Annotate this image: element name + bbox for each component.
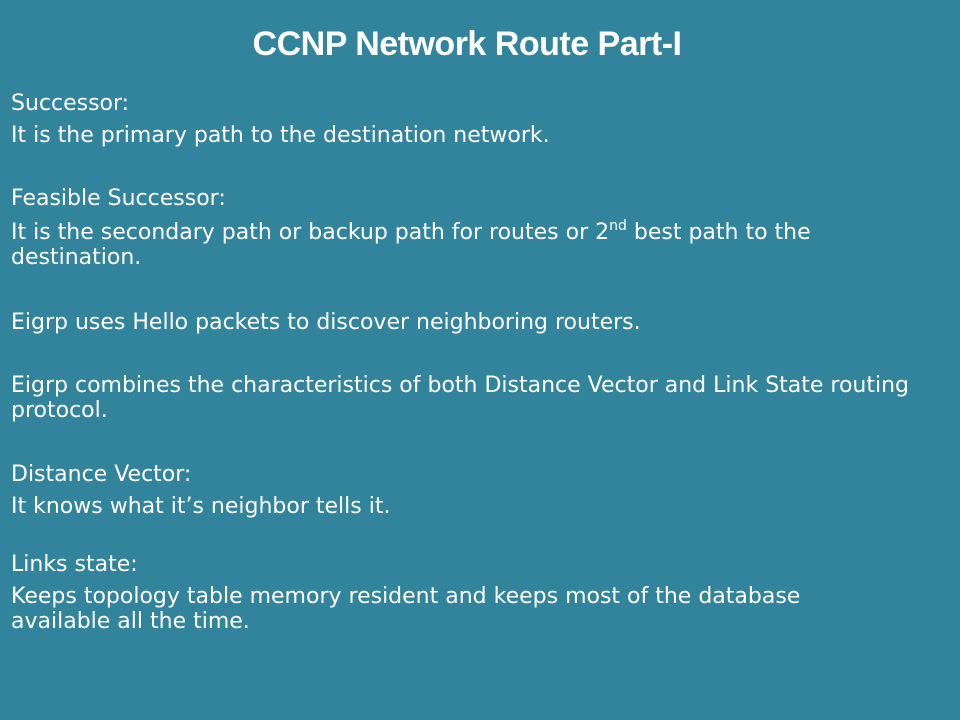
- hello-packets-text: Eigrp uses Hello packets to discover nei…: [11, 310, 641, 335]
- links-state-text: Keeps topology table memory resident and…: [11, 584, 801, 634]
- slide-title: CCNP Network Route Part-I: [252, 25, 682, 63]
- ordinal-suffix: nd: [609, 217, 627, 234]
- links-state-heading: Links state:: [11, 552, 138, 577]
- distance-vector-heading: Distance Vector:: [11, 462, 192, 487]
- successor-text: It is the primary path to the destinatio…: [11, 123, 550, 148]
- combines-text: Eigrp combines the characteristics of bo…: [11, 373, 910, 423]
- distance-vector-text: It knows what it’s neighbor tells it.: [11, 494, 391, 519]
- feasible-successor-text-end: best path to the destination.: [11, 220, 811, 270]
- feasible-successor-text-start: It is the secondary path or backup path …: [11, 220, 610, 245]
- feasible-successor-text: It is the secondary path or backup path …: [11, 217, 946, 270]
- feasible-successor-heading: Feasible Successor:: [11, 186, 226, 211]
- successor-heading: Successor:: [11, 91, 130, 116]
